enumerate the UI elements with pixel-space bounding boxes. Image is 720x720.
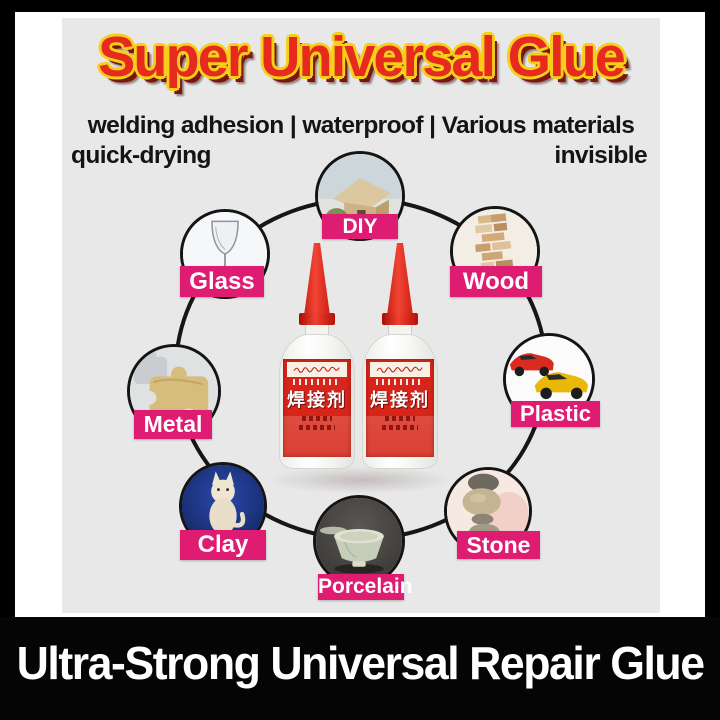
diy-label: DIY: [322, 214, 398, 239]
feature-invisible: invisible: [554, 142, 647, 169]
bottle-label: 焊接剂: [283, 359, 351, 457]
headline: Super Universal Glue: [98, 25, 626, 89]
bottle-label-subtext-2: [298, 425, 336, 430]
banner-text: Ultra-Strong Universal Repair Glue: [16, 636, 705, 689]
brand-script-squiggle: [375, 366, 423, 373]
bottle-label-title: 焊接剂: [370, 390, 430, 410]
glue-bottle-1: 焊接剂: [279, 243, 355, 469]
frame-top: [0, 0, 720, 12]
bottle-label-fineprint-row: [293, 379, 341, 385]
porcelain-label: Porcelain: [318, 574, 413, 600]
porcelain-photo: [313, 495, 405, 587]
bottle-cap: [387, 243, 413, 315]
bottle-label: 焊接剂: [366, 359, 434, 457]
bottle-cap: [304, 243, 330, 315]
bottle-brand-script: [370, 362, 430, 377]
wood-label: Wood: [450, 266, 542, 297]
bottle-cap-band: [299, 313, 335, 325]
bottle-reflection: [268, 466, 454, 494]
glass-label: Glass: [180, 266, 264, 297]
bottle-body: 焊接剂: [362, 334, 438, 469]
bottle-label-subtext-1: [385, 416, 415, 421]
bottle-neck: [388, 325, 412, 335]
bottle-label-title: 焊接剂: [287, 390, 347, 410]
bottle-label-subtext-1: [302, 416, 332, 421]
clay-label: Clay: [180, 530, 266, 560]
bottle-label-fineprint-row: [376, 379, 424, 385]
bottle-neck: [305, 325, 329, 335]
frame-left: [0, 0, 15, 720]
stone-label: Stone: [457, 531, 540, 559]
feature-quick-drying: quick-drying: [71, 142, 211, 169]
ceramic-bowl-illustration: [316, 498, 402, 584]
frame-right: [705, 0, 720, 720]
features-line-2: quick-drying invisible: [71, 142, 648, 170]
bottom-banner: Ultra-Strong Universal Repair Glue: [0, 617, 720, 720]
metal-photo: [127, 344, 221, 438]
brand-script-squiggle: [292, 366, 340, 373]
bottle-cap-band: [382, 313, 418, 325]
plastic-label: Plastic: [511, 401, 600, 427]
metal-label: Metal: [134, 410, 212, 439]
glue-bottle-2: 焊接剂: [362, 243, 438, 469]
bottle-label-subtext-2: [381, 425, 419, 430]
features-line: welding adhesion | waterproof | Various …: [87, 112, 635, 139]
bottle-body: 焊接剂: [279, 334, 355, 469]
bottle-brand-script: [287, 362, 347, 377]
